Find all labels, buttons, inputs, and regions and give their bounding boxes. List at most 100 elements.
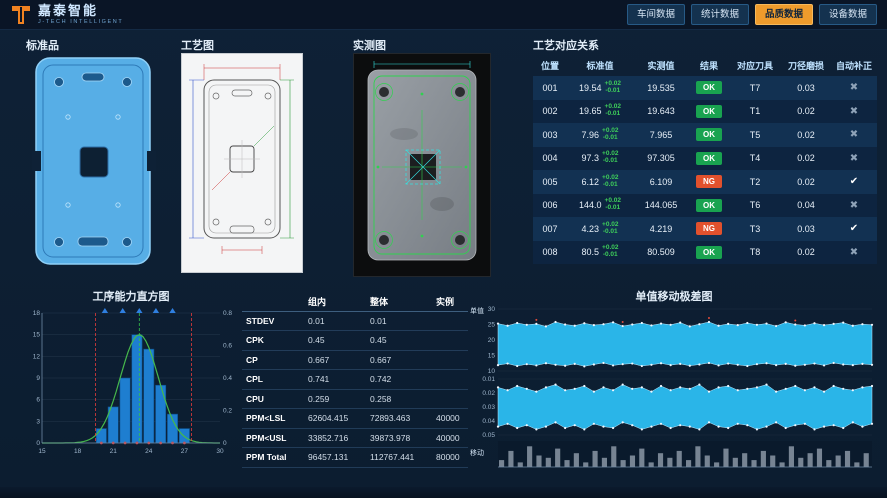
svg-text:10: 10 [488,368,496,375]
cell-wear: 0.02 [797,247,815,258]
relation-column-header: 标准值 [586,60,614,71]
cell-result: OK [689,104,729,118]
auto-correct-toggle[interactable]: ✖ [849,152,859,164]
cell-wear: 0.02 [797,106,815,117]
cell-wear: 0.02 [797,176,815,187]
standard-part-image [26,53,162,273]
svg-text:0.2: 0.2 [223,408,232,415]
svg-text:21: 21 [110,448,118,455]
capability-column-header: 实例 [436,296,455,307]
auto-correct-toggle[interactable]: ✖ [849,246,859,258]
svg-text:12: 12 [33,353,41,360]
process-panel-title: 工艺图 [181,40,214,52]
result-badge: OK [696,245,722,259]
standard-part-drawing [32,57,156,265]
auto-correct-toggle[interactable]: ✖ [849,129,859,141]
nav-tab-quality[interactable]: 品质数据 [754,4,813,25]
capability-metric-value: 112767.441 [370,452,415,463]
svg-text:0.03: 0.03 [482,404,495,411]
cell-position: 007 [542,223,558,234]
svg-text:0.8: 0.8 [223,310,232,317]
cell-wear: 0.03 [797,82,815,93]
capability-metric-value: 62604.415 [308,413,349,424]
cell-measured-value: 97.305 [647,153,675,164]
top-nav: 车间数据统计数据品质数据设备数据 [626,4,877,25]
result-badge: OK [696,128,722,142]
cell-standard-value: 19.65+0.02-0.01 [579,103,621,118]
capability-metric-value: 0.667 [308,354,330,365]
cell-result: OK [689,151,729,165]
histogram-title: 工序能力直方图 [92,291,170,303]
relation-column-header: 实测值 [647,60,675,71]
auto-correct-toggle[interactable]: ✔ [849,223,859,235]
svg-text:6: 6 [36,397,40,404]
capability-metric-value: 0.01 [308,315,325,326]
nav-tab-equipment[interactable]: 设备数据 [818,4,877,25]
footer-bar [0,487,887,498]
cell-position: 005 [542,176,558,187]
cell-standard-value: 97.3+0.02-0.01 [581,150,619,165]
svg-text:15: 15 [38,448,46,455]
result-badge: OK [696,81,722,95]
logo: 嘉泰智能 J-TECH INTELLIGENT [10,4,123,26]
cell-measured-value: 4.219 [649,223,673,234]
result-badge: OK [696,151,722,165]
result-badge: NG [696,175,722,189]
cell-standard-value: 19.54+0.02-0.01 [579,79,621,94]
capability-metric-value: 0.01 [370,315,387,326]
cell-tool: T3 [749,223,761,234]
cell-wear: 0.04 [797,200,815,211]
svg-text:15: 15 [33,332,41,339]
capability-column-header: 组内 [308,296,327,307]
measured-photo-drawing [367,61,477,261]
auto-correct-toggle[interactable]: ✖ [849,105,859,117]
svg-text:0: 0 [36,440,40,447]
capability-metric-value: 0.45 [308,335,325,346]
cell-standard-value: 4.23+0.02-0.01 [581,220,619,235]
auto-correct-toggle[interactable]: ✔ [849,176,859,188]
auto-correct-toggle[interactable]: ✖ [849,82,859,94]
relation-column-header: 刀径磨损 [787,60,824,71]
cell-position: 006 [542,200,558,211]
svg-text:20: 20 [488,337,496,344]
cell-tool: T7 [749,82,761,93]
svg-text:18: 18 [33,310,41,317]
svg-text:单值: 单值 [470,306,484,315]
svg-text:3: 3 [36,418,40,425]
svg-text:27: 27 [181,448,189,455]
cell-measured-value: 80.509 [647,247,675,258]
capability-metric-label: CPL [246,374,263,385]
capability-metric-label: CP [246,354,258,365]
logo-icon [12,5,30,24]
cell-standard-value: 144.0+0.02-0.01 [579,197,621,212]
cell-result: OK [689,245,729,259]
relation-header-row: 位置标准值实测值结果对应刀具刀径磨损自动补正 [533,54,877,76]
relation-column-header: 位置 [540,60,559,71]
capability-metric-label: CPU [246,393,264,404]
svg-text:0.05: 0.05 [482,432,495,439]
svg-text:0.04: 0.04 [482,418,495,425]
cell-position: 004 [542,153,558,164]
cell-tool: T6 [749,200,761,211]
svg-text:15: 15 [488,353,496,360]
capability-metric-label: STDEV [246,315,275,326]
nav-tab-workshop[interactable]: 车间数据 [626,4,685,25]
result-badge: OK [696,104,722,118]
auto-correct-toggle[interactable]: ✖ [849,199,859,211]
capability-metric-value: 40000 [436,432,460,443]
capability-metric-value: 96457.131 [308,452,349,463]
cell-wear: 0.03 [797,223,815,234]
capability-metric-label: PPM<LSL [246,413,286,424]
nav-tab-statistics[interactable]: 统计数据 [690,4,749,25]
cell-measured-value: 144.065 [644,200,678,211]
